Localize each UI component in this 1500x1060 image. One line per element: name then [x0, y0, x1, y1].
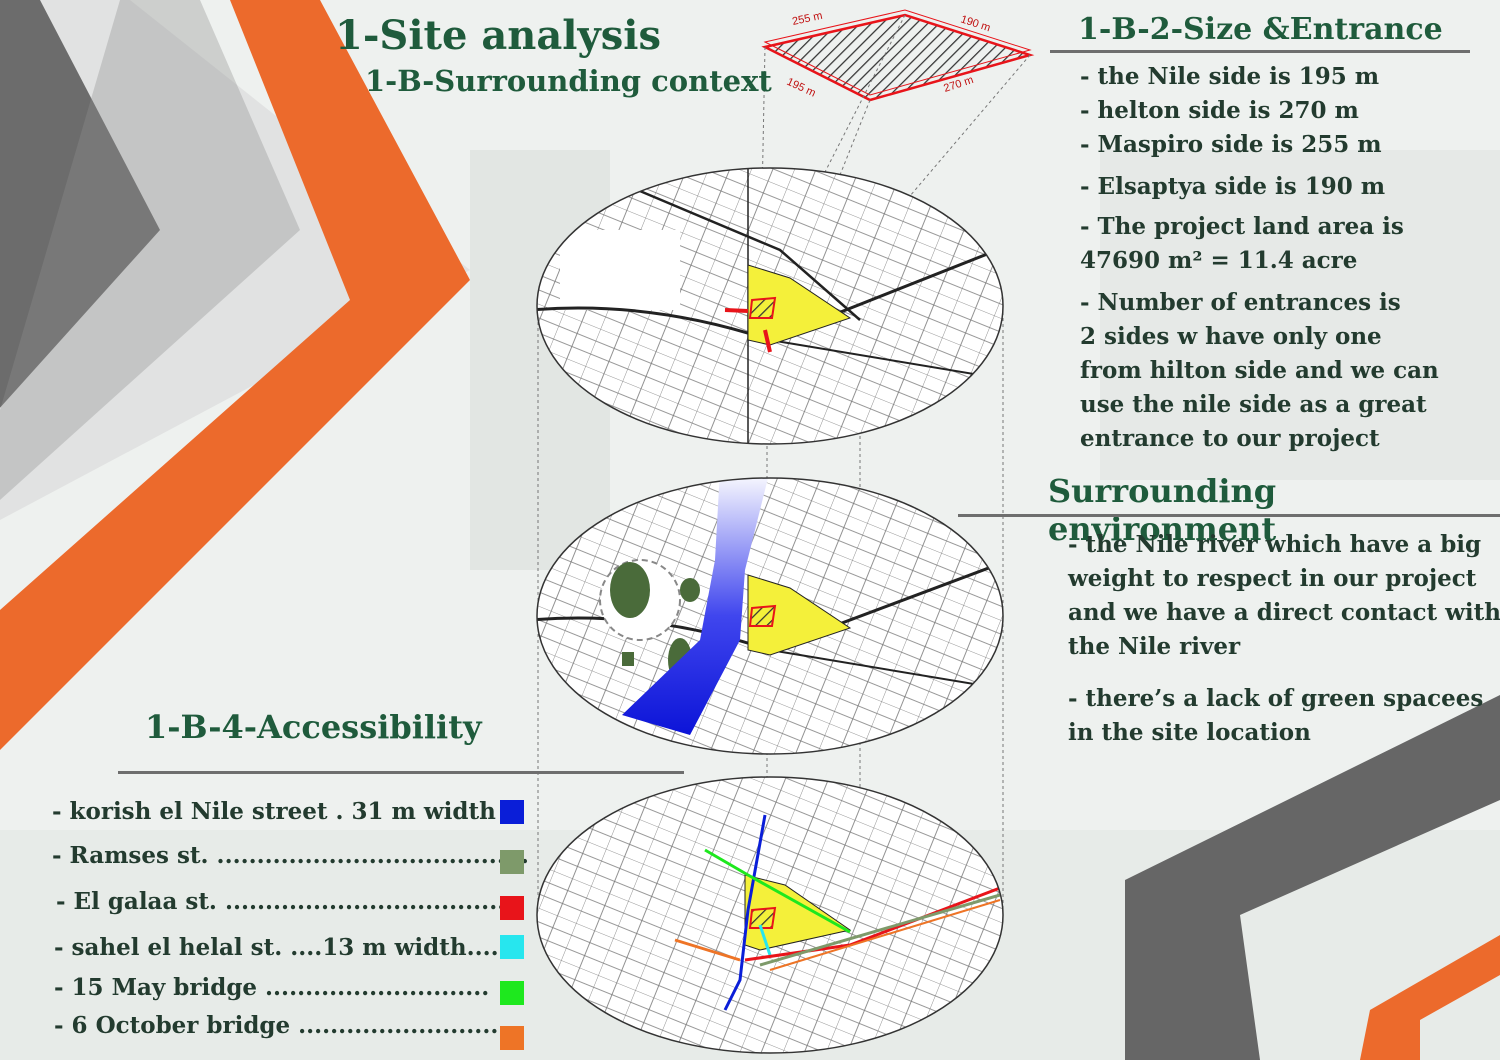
dim-bottom: 270 m	[942, 74, 975, 95]
page-title: 1-Site analysis	[335, 12, 661, 59]
size-line: use the nile side as a great	[1080, 391, 1427, 418]
surrounding-line: the Nile river	[1068, 633, 1241, 660]
size-line: - The project land area is	[1080, 213, 1404, 240]
size-entrance-heading: 1-B-2-Size &Entrance	[1078, 12, 1443, 47]
accessibility-label: - 6 October bridge .....................…	[54, 1012, 507, 1039]
size-entrance-divider	[1050, 50, 1470, 53]
legend-swatch-orange	[500, 1026, 524, 1050]
accessibility-item: - El galaa st. .........................…	[56, 888, 521, 915]
dim-top: 255 m	[791, 10, 823, 28]
accessibility-item: - korish el Nile street . 31 m width	[52, 798, 496, 825]
size-entrance-text: - the Nile side is 195 m - helton side i…	[1080, 60, 1439, 456]
accessibility-item: - 15 May bridge ........................…	[54, 974, 489, 1001]
accessibility-label: - El galaa st. .........................…	[56, 888, 522, 915]
legend-swatch-red	[500, 896, 524, 920]
accessibility-label: - sahel el helal st. ....13 m width.....	[54, 934, 507, 961]
surrounding-line: - the Nile river which have a big	[1068, 531, 1482, 558]
accessibility-divider	[118, 771, 684, 774]
accessibility-label: - korish el Nile street . 31 m width	[52, 798, 496, 825]
surrounding-line: and we have a direct contact with	[1068, 599, 1500, 626]
size-line: - helton side is 270 m	[1080, 97, 1359, 124]
surrounding-line: weight to respect in our project	[1068, 565, 1477, 592]
legend-swatch-olive	[500, 850, 524, 874]
size-line: entrance to our project	[1080, 425, 1380, 452]
surrounding-line: in the site location	[1068, 719, 1311, 746]
accessibility-item: - Ramses st. ...........................…	[52, 842, 529, 869]
size-line: 47690 m² = 11.4 acre	[1080, 247, 1358, 274]
size-line: - Number of entrances is	[1080, 289, 1401, 316]
legend-swatch-cyan	[500, 935, 524, 959]
size-line: - Maspiro side is 255 m	[1080, 131, 1382, 158]
size-line: 2 sides w have only one	[1080, 323, 1382, 350]
accessibility-item: - sahel el helal st. ....13 m width.....	[54, 934, 507, 961]
surrounding-divider	[958, 514, 1500, 517]
size-line: from hilton side and we can	[1080, 357, 1439, 384]
accessibility-item: - 6 October bridge .....................…	[54, 1012, 506, 1039]
size-line: - the Nile side is 195 m	[1080, 63, 1380, 90]
dim-right-top: 190 m	[959, 13, 992, 34]
surrounding-line: - there’s a lack of green spacees	[1068, 685, 1484, 712]
size-line: - Elsaptya side is 190 m	[1080, 173, 1386, 200]
dim-left-bottom: 195 m	[785, 76, 818, 100]
accessibility-label: - Ramses st. ...........................…	[52, 842, 529, 869]
accessibility-label: - 15 May bridge ........................…	[54, 974, 490, 1001]
accessibility-heading: 1-B-4-Accessibility	[145, 708, 482, 746]
page-subtitle: 1-B-Surrounding context	[365, 64, 772, 98]
surrounding-text: - the Nile river which have a big weight…	[1068, 528, 1500, 750]
legend-swatch-green	[500, 981, 524, 1005]
legend-swatch-blue	[500, 800, 524, 824]
